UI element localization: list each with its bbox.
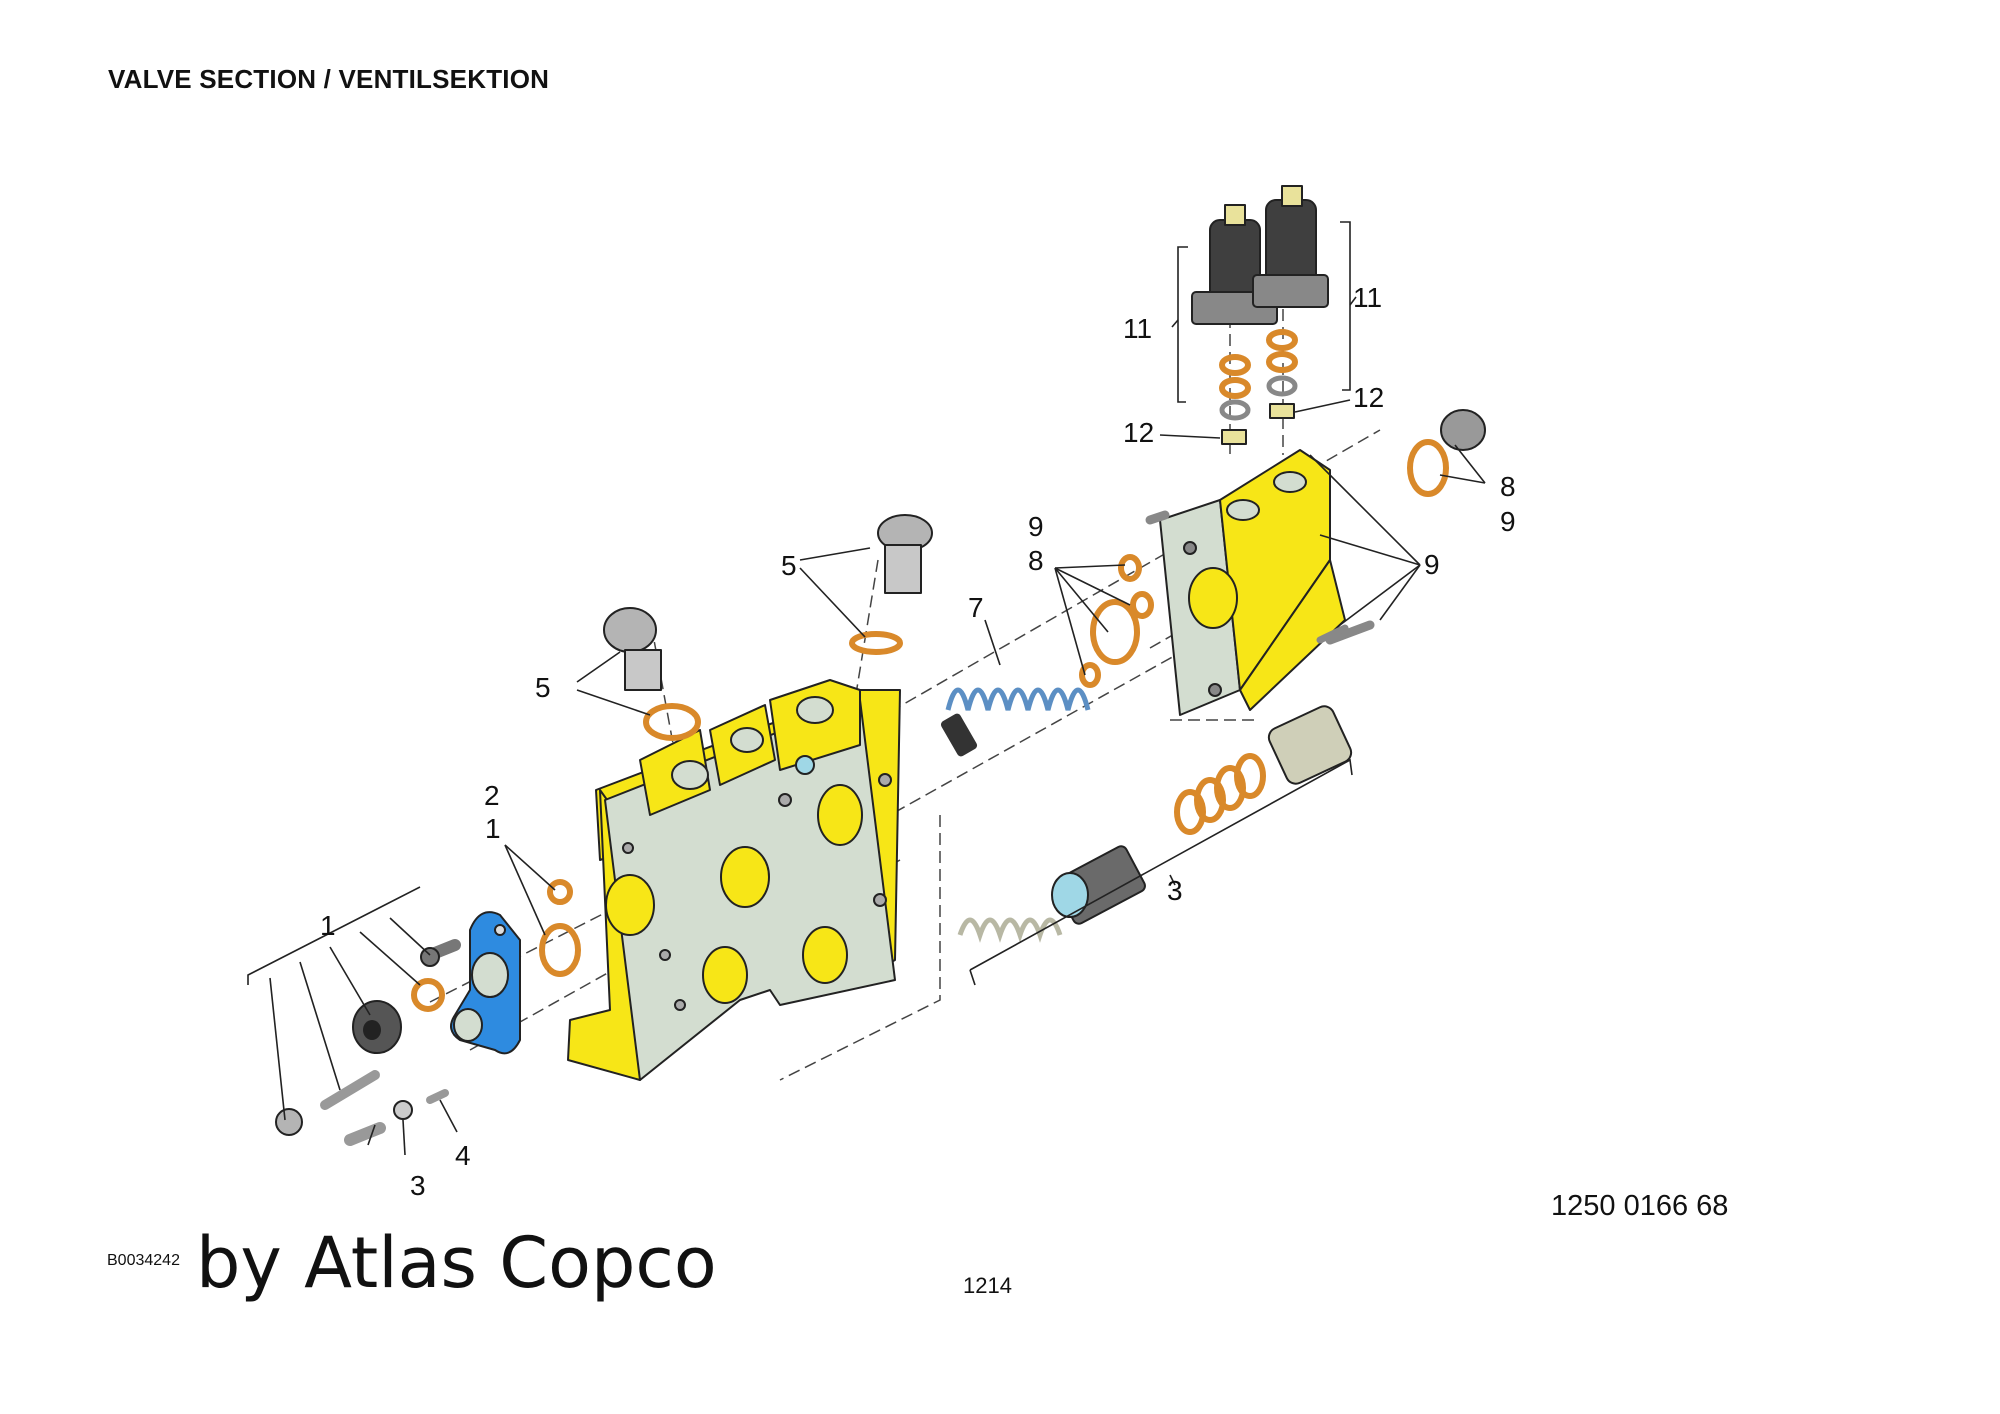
callout-12-right: 12 <box>1353 382 1384 413</box>
callout-9-manifold: 9 <box>1424 549 1440 580</box>
blue-spring <box>940 687 1091 757</box>
callout-4: 4 <box>455 1140 471 1171</box>
callout-11-right: 11 <box>1353 282 1382 313</box>
callout-12-left: 12 <box>1123 417 1154 448</box>
callout-5-lower: 5 <box>535 672 551 703</box>
callout-9-right: 9 <box>1500 506 1516 537</box>
page-number: 1214 <box>963 1273 1012 1298</box>
callout-5-upper: 5 <box>781 550 797 581</box>
solenoid-manifold <box>1079 185 1486 716</box>
callout-2: 2 <box>484 780 500 811</box>
callout-11-left: 11 <box>1123 313 1152 344</box>
end-cover <box>450 911 521 1055</box>
plug-and-screws <box>275 879 581 1146</box>
leader-lines <box>247 221 1486 1156</box>
callout-3-spool: 3 <box>1167 875 1183 906</box>
callout-labels: 1 1 2 3 3 4 5 5 7 9 8 8 9 9 11 11 12 12 <box>320 282 1516 1201</box>
callout-9-mid: 9 <box>1028 511 1044 542</box>
callout-8-right: 8 <box>1500 471 1516 502</box>
callout-1-upper: 1 <box>485 813 501 844</box>
part-number: 1250 0166 68 <box>1551 1190 1729 1222</box>
valve-housing <box>567 679 901 1081</box>
spool-set <box>957 705 1353 943</box>
callout-7: 7 <box>968 592 984 623</box>
page-title: VALVE SECTION / VENTILSEKTION <box>108 64 550 94</box>
callout-3-left: 3 <box>410 1170 426 1201</box>
callout-1-left: 1 <box>320 910 336 941</box>
callout-8-mid: 8 <box>1028 545 1044 576</box>
relief-valves <box>603 514 933 741</box>
brand-caption: by Atlas Copco <box>196 1222 717 1304</box>
figure-reference: B0034242 <box>107 1252 180 1269</box>
